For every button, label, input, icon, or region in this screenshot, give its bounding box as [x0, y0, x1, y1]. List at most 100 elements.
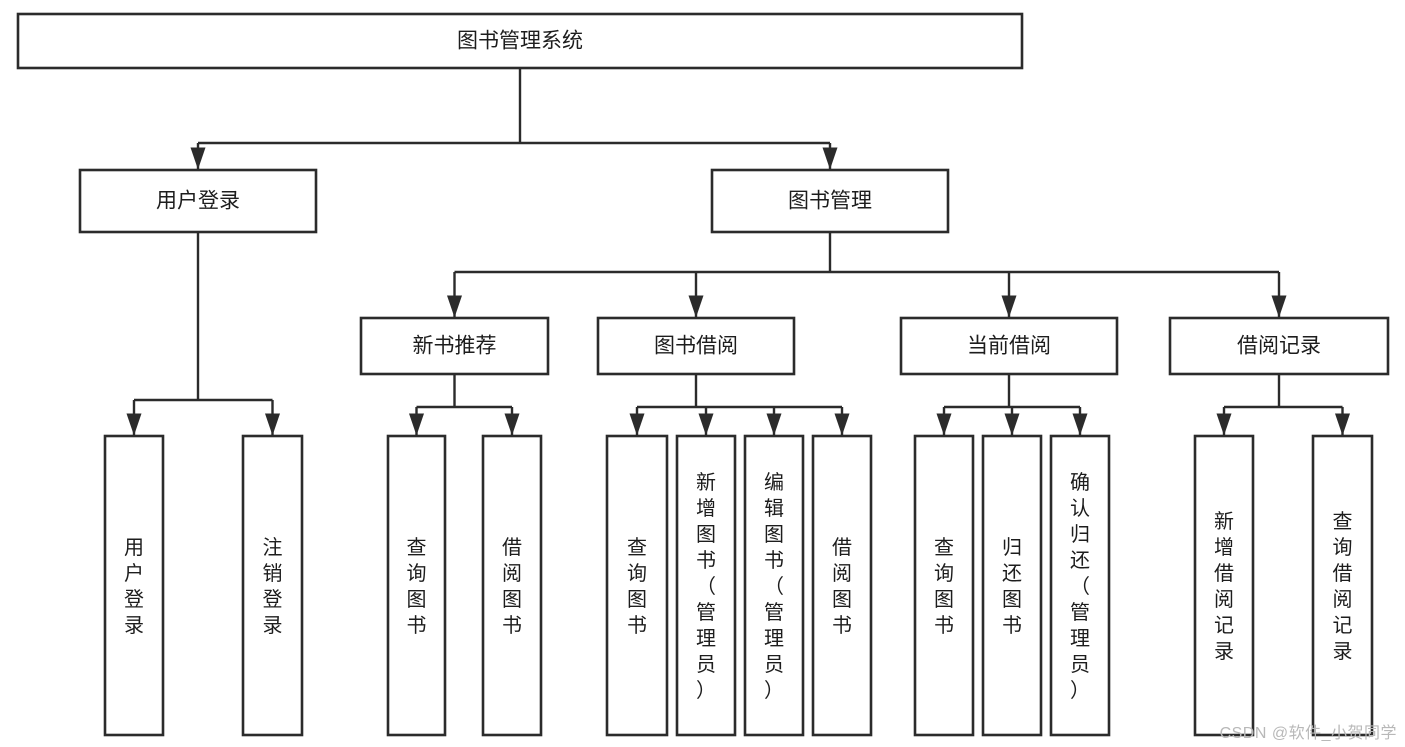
node-label-char: 图 — [407, 589, 427, 611]
node-label-char: 归 — [1002, 536, 1022, 559]
node-label-char: 理 — [696, 628, 716, 650]
arrow-head-icon — [766, 413, 782, 436]
arrow-head-icon — [190, 147, 206, 170]
node-label-current-borrow: 当前借阅 — [967, 335, 1051, 358]
node-label-char: 图 — [696, 524, 716, 546]
node-label-char: 还 — [1002, 562, 1022, 585]
node-box-root — [16, 12, 1024, 70]
node-label-borrow-record: 借阅记录 — [1237, 335, 1321, 358]
node-leaf-borrow-book-2[interactable]: 借阅图书借阅图书 — [802, 0, 882, 737]
node-box-borrow-record — [1168, 316, 1390, 376]
node-leaf-query-book-3[interactable]: 查询图书查询图书 — [904, 0, 984, 737]
node-label-char: 注 — [263, 536, 283, 559]
node-box-leaf-query-book-1 — [386, 434, 447, 737]
node-label-char: 查 — [407, 536, 427, 559]
node-box-leaf-query-record — [1311, 434, 1374, 737]
node-box-new-book-recommend — [359, 316, 550, 376]
arrow-head-icon — [936, 413, 952, 436]
node-label-char: 书 — [627, 614, 647, 637]
edge-currentborrow-bus — [936, 374, 1088, 436]
node-label-char: 查 — [934, 536, 954, 559]
node-label-root: 图书管理系统 — [457, 30, 583, 53]
node-new-book-recommend[interactable]: 新书推荐 — [359, 316, 550, 376]
node-borrow-record[interactable]: 借阅记录 — [1168, 316, 1390, 376]
node-label-char: 图 — [832, 589, 852, 611]
node-label-char: 图 — [502, 589, 522, 611]
node-book-borrow[interactable]: 图书借阅 — [596, 316, 796, 376]
node-label-char: ） — [696, 679, 716, 702]
node-leaf-query-record[interactable]: 查询借阅记录查询借阅记录 — [1283, 0, 1403, 737]
arrow-head-icon — [447, 295, 462, 318]
node-box-leaf-query-book-3 — [913, 434, 975, 737]
nodes-layer: 图书管理系统用户登录图书管理新书推荐图书借阅当前借阅借阅记录用户登录用户登录注销… — [16, 0, 1403, 737]
node-label-char: 借 — [502, 536, 522, 559]
node-label-book-borrow: 图书借阅 — [654, 335, 738, 358]
node-label-char: 理 — [1070, 628, 1090, 650]
node-label-char: 书 — [1002, 614, 1022, 637]
arrow-head-icon — [409, 413, 424, 436]
node-label-char: 员 — [764, 654, 784, 676]
node-label-char: 登 — [124, 588, 144, 611]
node-label-char: 编 — [764, 471, 784, 494]
node-label-char: 图 — [1002, 589, 1022, 611]
node-leaf-return-book[interactable]: 归还图书归还图书 — [972, 0, 1052, 737]
node-leaf-user-login[interactable]: 用户登录用户登录 — [94, 0, 174, 737]
node-label-char: 管 — [1070, 601, 1090, 624]
node-label-book-manage: 图书管理 — [788, 190, 872, 213]
node-label-char: （ — [764, 575, 784, 598]
node-user-login[interactable]: 用户登录 — [78, 168, 318, 234]
node-label-char: 录 — [1214, 641, 1234, 663]
node-label-char: （ — [696, 575, 716, 598]
edges-layer — [126, 68, 1350, 436]
edge-userlogin-bus — [126, 232, 280, 436]
node-label-char: 销 — [263, 562, 283, 585]
node-leaf-add-record[interactable]: 新增借阅记录新增借阅记录 — [1164, 0, 1284, 737]
node-box-user-login — [78, 168, 318, 234]
node-label-char: 阅 — [1214, 588, 1234, 611]
node-label-char: 确 — [1070, 471, 1090, 494]
node-current-borrow[interactable]: 当前借阅 — [899, 316, 1119, 376]
edge-bookborrow-bus — [629, 374, 850, 436]
node-label-char: 询 — [627, 562, 647, 585]
node-label-char: 询 — [1333, 536, 1353, 559]
node-label-char: 用 — [124, 537, 144, 559]
node-leaf-borrow-book-1[interactable]: 借阅图书借阅图书 — [472, 0, 552, 737]
node-leaf-query-book-2[interactable]: 查询图书查询图书 — [597, 0, 677, 737]
node-label-char: 图 — [764, 524, 784, 546]
node-label-char: 管 — [764, 601, 784, 624]
node-leaf-query-book-1[interactable]: 查询图书查询图书 — [377, 0, 457, 737]
arrow-head-icon — [1335, 413, 1350, 436]
node-book-manage[interactable]: 图书管理 — [710, 168, 950, 234]
node-label-char: ） — [1070, 679, 1090, 702]
arrow-head-icon — [822, 147, 838, 170]
node-label-user-login: 用户登录 — [156, 190, 240, 213]
node-box-leaf-user-login — [103, 434, 165, 737]
node-root[interactable]: 图书管理系统 — [16, 12, 1024, 70]
node-label-char: 书 — [502, 614, 522, 637]
node-label-char: 录 — [124, 615, 144, 637]
node-label-char: 还 — [1070, 549, 1090, 572]
node-label-char: 询 — [407, 562, 427, 585]
node-label-char: 辑 — [764, 497, 784, 520]
node-label-char: 记 — [1214, 614, 1234, 637]
arrow-head-icon — [1004, 413, 1020, 436]
arrow-head-icon — [688, 295, 704, 318]
node-leaf-logout[interactable]: 注销登录注销登录 — [233, 0, 313, 737]
node-label-char: 增 — [1214, 536, 1234, 559]
node-label-char: 书 — [407, 614, 427, 637]
arrow-head-icon — [629, 413, 645, 436]
node-box-leaf-borrow-book-2 — [811, 434, 873, 737]
node-label-char: 书 — [934, 614, 954, 637]
node-label-char: 增 — [696, 497, 716, 520]
node-label-char: 借 — [832, 536, 852, 559]
arrow-head-icon — [1001, 295, 1017, 318]
node-box-book-borrow — [596, 316, 796, 376]
node-label-char: 阅 — [1333, 588, 1353, 611]
node-label-char: 书 — [832, 614, 852, 637]
node-label-char: 员 — [1070, 654, 1090, 676]
arrow-head-icon — [834, 413, 850, 436]
